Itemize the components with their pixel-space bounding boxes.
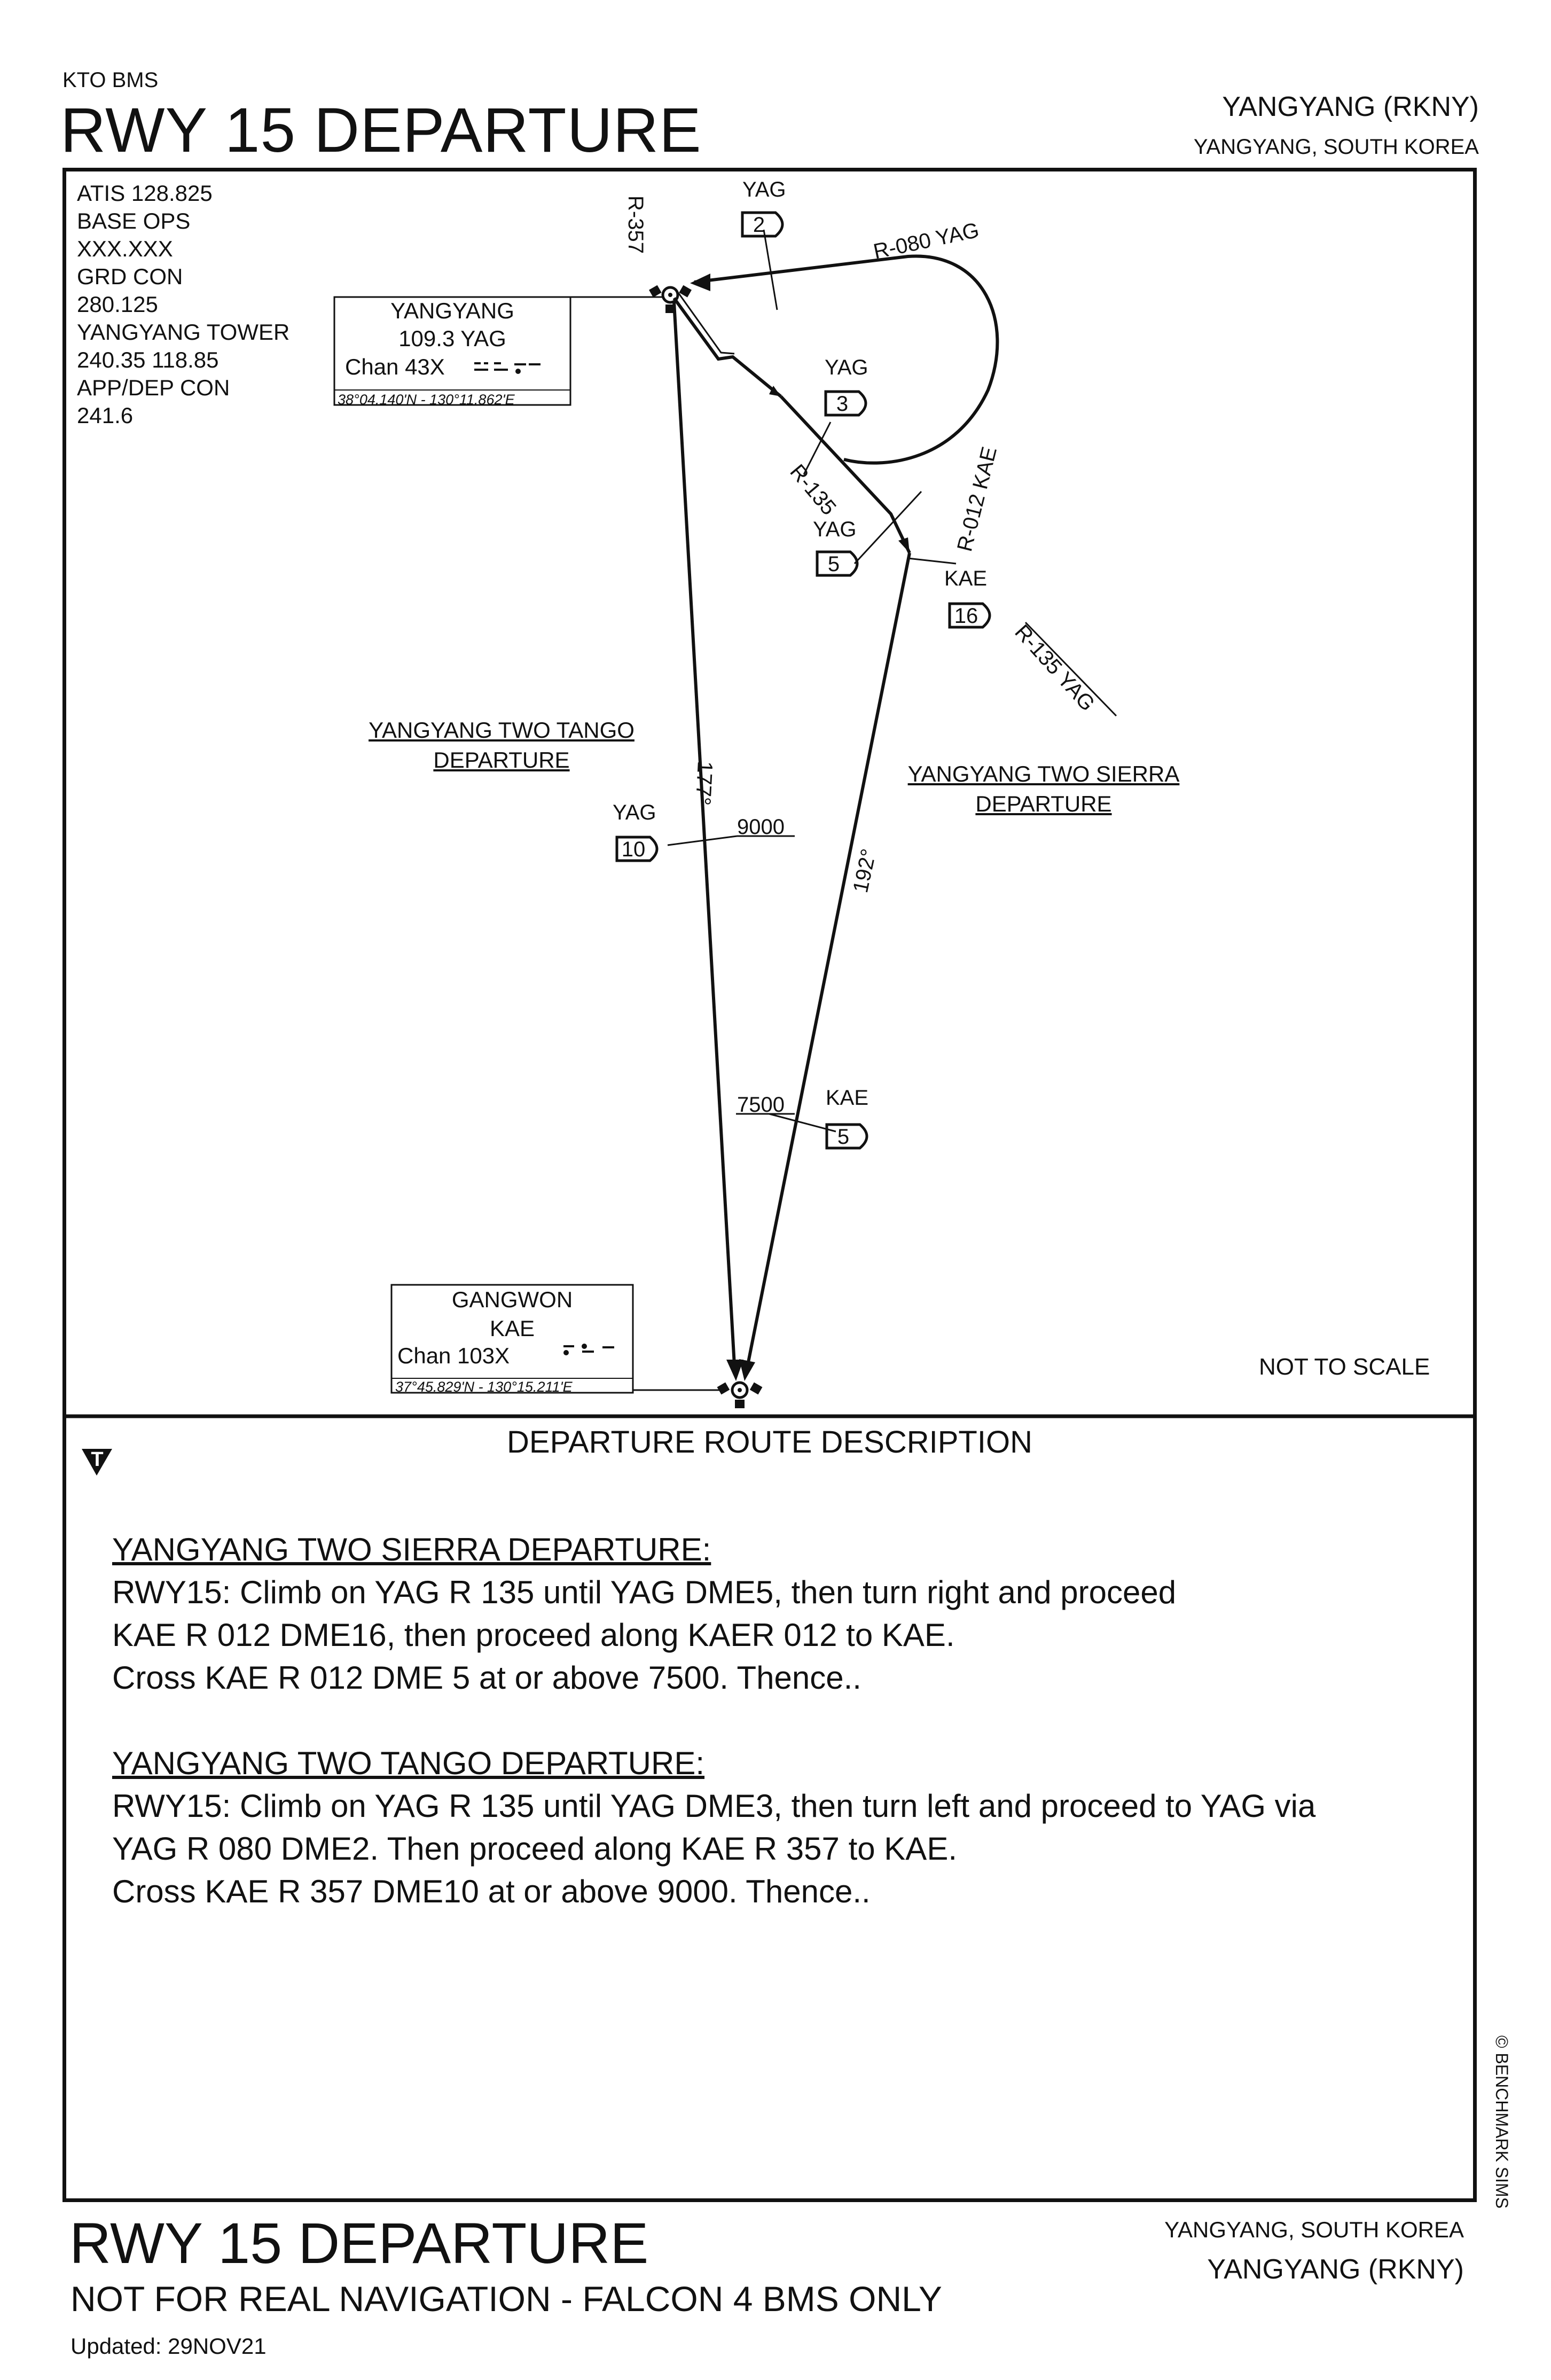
yag5-leader <box>853 490 922 565</box>
tango-label-line1: YANGYANG TWO TANGO <box>369 717 634 743</box>
tango-procedure-label: YANGYANG TWO TANGO DEPARTURE <box>357 715 646 775</box>
sierra-description-title: YANGYANG TWO SIERRA DEPARTURE: <box>112 1532 711 1567</box>
gangwon-coords: 37°45.829'N - 130°15.211'E <box>395 1379 573 1395</box>
footer-airport: YANGYANG (RKNY) <box>1207 2254 1464 2285</box>
r135yag-line <box>1024 621 1117 717</box>
sierra-turn-arrowhead <box>898 537 910 553</box>
fix-yag5-station: YAG <box>813 518 857 541</box>
freq-line: 241.6 <box>77 403 134 428</box>
yangyang-coords: 38°04.140'N - 130°11.862'E <box>338 392 515 408</box>
gangwon-channel: Chan 103X <box>397 1343 510 1368</box>
fix-yag2-station: YAG <box>742 178 786 201</box>
not-to-scale-note: NOT TO SCALE <box>1259 1354 1430 1380</box>
freq-line: 280.125 <box>77 292 158 317</box>
tango-description: YANGYANG TWO TANGO DEPARTURE: RWY15: Cli… <box>112 1742 1315 1913</box>
kae16-leader <box>907 557 957 565</box>
fix-kae16-station: KAE <box>944 567 988 590</box>
tango-description-line: YAG R 080 DME2. Then proceed along KAE R… <box>112 1831 958 1867</box>
fix-kae16-dme: 16 <box>954 604 978 628</box>
freq-line: 240.35 118.85 <box>77 347 219 372</box>
chart-frame: ATIS 128.825 BASE OPS XXX.XXX GRD CON 28… <box>62 168 1477 2202</box>
yag3-leader <box>803 422 832 475</box>
tango-description-line: RWY15: Climb on YAG R 135 until YAG DME3… <box>112 1788 1316 1824</box>
tango-loop-track <box>694 254 999 465</box>
fix-yag10-station: YAG <box>613 801 656 824</box>
plan-view <box>66 211 1473 1476</box>
tango-kae-arrowhead <box>726 1360 743 1381</box>
yangyang-vortac-symbol <box>649 285 692 313</box>
footer-updated: Updated: 29NOV21 <box>70 2334 267 2359</box>
yangyang-freq: 109.3 YAG <box>398 326 506 351</box>
fix-yag10-dme: 10 <box>621 838 646 861</box>
fix-yag2-dme: 2 <box>753 213 765 237</box>
fix-kae5-station: KAE <box>826 1086 869 1110</box>
sierra-procedure-label: YANGYANG TWO SIERRA DEPARTURE <box>899 759 1188 819</box>
fix-kae5-dme: 5 <box>837 1125 850 1149</box>
sierra-description-line: Cross KAE R 012 DME 5 at or above 7500. … <box>112 1660 861 1696</box>
r135-initial-track <box>672 297 782 398</box>
tango-r357-track <box>672 301 736 1365</box>
sierra-description-line: KAE R 012 DME16, then proceed along KAER… <box>112 1617 955 1653</box>
freq-line: BASE OPS <box>77 208 191 233</box>
sierra-kae-arrowhead <box>739 1359 755 1381</box>
tango-course-label: 177° <box>691 760 717 806</box>
fix-box-yag2 <box>741 211 784 238</box>
footer-location: YANGYANG, SOUTH KOREA <box>1164 2217 1464 2242</box>
yangyang-channel: Chan 43X <box>345 354 445 379</box>
gangwon-info-box <box>390 1284 634 1394</box>
tango-description-title: YANGYANG TWO TANGO DEPARTURE: <box>112 1745 705 1781</box>
kae5-leader <box>769 1113 836 1133</box>
description-heading: DEPARTURE ROUTE DESCRIPTION <box>507 1425 1032 1460</box>
takeoff-minimums-symbol <box>82 1449 112 1476</box>
page-title: RWY 15 DEPARTURE <box>60 95 702 166</box>
airport-location: YANGYANG, SOUTH KOREA <box>1193 135 1479 159</box>
yag2-leader <box>763 229 778 310</box>
yangyang-navaid-info: YANGYANG 109.3 YAG <box>334 297 570 353</box>
r357-label: R-357 <box>624 196 647 254</box>
freq-line: ATIS 128.825 <box>77 181 213 206</box>
altitude-9000: 9000 <box>737 815 785 839</box>
publisher-label: KTO BMS <box>62 68 159 92</box>
freq-line: GRD CON <box>77 264 183 289</box>
gangwon-navaid-info: GANGWON KAE <box>391 1285 633 1343</box>
fix-box-kae16 <box>948 602 991 629</box>
fix-box-kae5 <box>825 1123 868 1150</box>
sierra-label-line2: DEPARTURE <box>975 791 1112 816</box>
runway-outline <box>677 292 735 355</box>
footer-disclaimer: NOT FOR REAL NAVIGATION - FALCON 4 BMS O… <box>70 2279 942 2319</box>
yag10-leader <box>667 835 738 846</box>
freq-line: XXX.XXX <box>77 236 173 261</box>
gangwon-name: GANGWON <box>451 1287 573 1312</box>
takeoff-minimums-letter: T <box>91 1448 104 1471</box>
copyright-notice: © BENCHMARK SIMS <box>1492 2035 1511 2209</box>
freq-line: YANGYANG TOWER <box>77 319 290 345</box>
tango-inbound-arrowhead <box>690 274 710 291</box>
gangwon-ident: KAE <box>489 1316 535 1341</box>
fix-box-yag3 <box>824 390 867 417</box>
sierra-description-line: RWY15: Climb on YAG R 135 until YAG DME5… <box>112 1574 1177 1610</box>
fix-box-yag5 <box>816 550 859 577</box>
fix-yag3-dme: 3 <box>836 392 849 416</box>
gangwon-vortac-symbol <box>717 1381 763 1408</box>
yag-morse-code <box>474 362 540 374</box>
frequency-list: ATIS 128.825 BASE OPS XXX.XXX GRD CON 28… <box>77 180 289 430</box>
yangyang-info-box <box>333 296 571 406</box>
altitude-7500: 7500 <box>737 1093 785 1117</box>
r135-arrowhead <box>769 386 781 396</box>
footer-title: RWY 15 DEPARTURE <box>69 2211 649 2275</box>
sierra-r012-track <box>746 552 911 1365</box>
tango-label-line2: DEPARTURE <box>433 747 570 772</box>
sierra-description: YANGYANG TWO SIERRA DEPARTURE: RWY15: Cl… <box>112 1528 1176 1699</box>
freq-line: APP/DEP CON <box>77 375 230 400</box>
sierra-label-line1: YANGYANG TWO SIERRA <box>907 761 1180 786</box>
kae-morse-code <box>563 1344 614 1355</box>
fix-yag3-station: YAG <box>825 356 868 379</box>
fix-box-yag10 <box>615 836 659 862</box>
yangyang-name: YANGYANG <box>390 298 514 323</box>
tango-description-line: Cross KAE R 357 DME10 at or above 9000. … <box>112 1874 871 1909</box>
fix-yag5-dme: 5 <box>827 552 840 576</box>
airport-name: YANGYANG (RKNY) <box>1222 91 1479 122</box>
